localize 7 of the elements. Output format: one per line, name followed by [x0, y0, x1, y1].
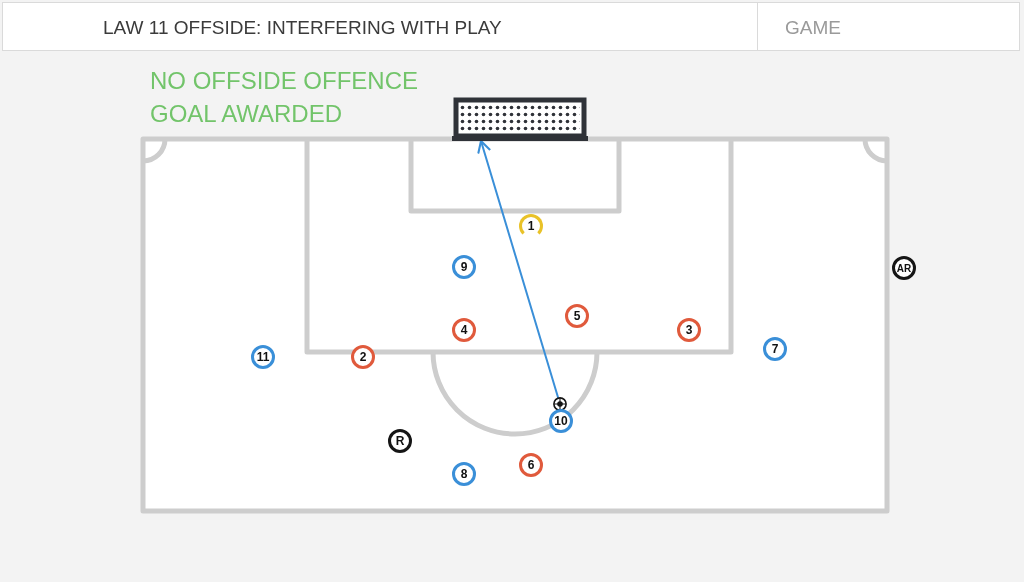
result-note: NO OFFSIDE OFFENCE GOAL AWARDED [150, 66, 419, 129]
assistant-referee-marker: AR [892, 256, 916, 280]
football-icon [553, 397, 567, 411]
page-title: LAW 11 OFFSIDE: INTERFERING WITH PLAY [103, 17, 502, 39]
pass-arrow [477, 139, 559, 399]
section-label: GAME [785, 17, 841, 39]
goal-net [452, 97, 588, 141]
